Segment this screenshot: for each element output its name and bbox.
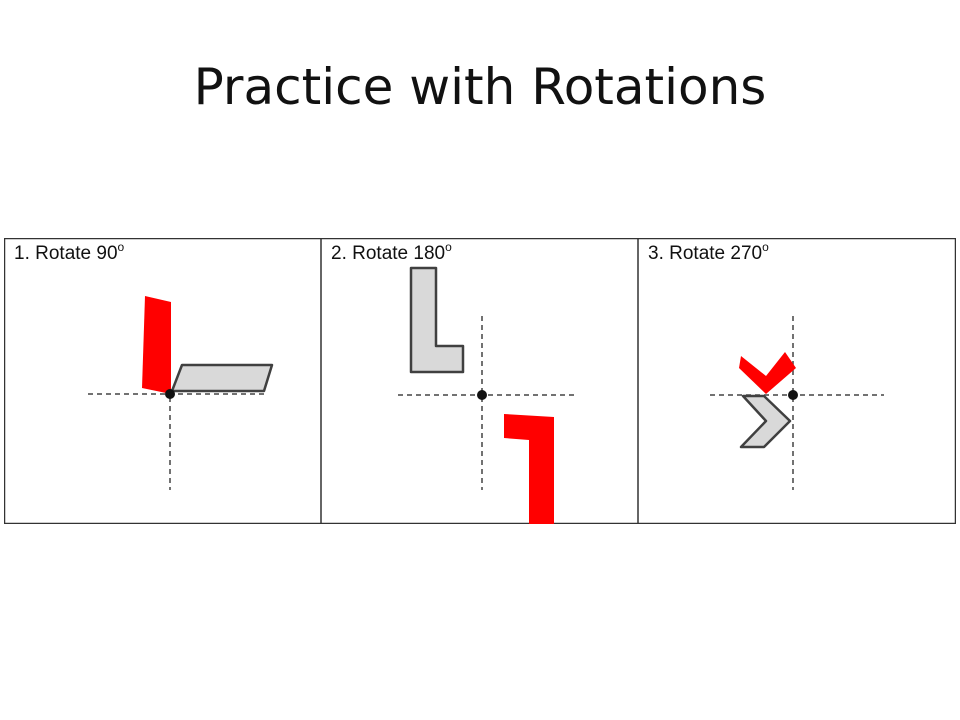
panel-3-answer-chevron [739,352,796,394]
panel-3-rotation-center [788,390,798,400]
panel-rotate-270: 3. Rotate 270o [648,240,884,490]
panel-2-answer-l-shape [504,414,554,524]
panel-rotate-90: 1. Rotate 90o [14,240,274,490]
slide-title: Practice with Rotations [193,58,767,116]
worksheet-canvas: 1. Rotate 90o 2. Rotate 180o 3. Rotate 2… [4,238,956,524]
panel-3-label: 3. Rotate 270o [648,240,769,264]
panel-rotate-180: 2. Rotate 180o [331,240,574,524]
panel-2-label: 2. Rotate 180o [331,240,452,264]
panel-1-original-parallelogram [170,363,274,393]
rotation-worksheet: 1. Rotate 90o 2. Rotate 180o 3. Rotate 2… [4,238,956,524]
panel-1-label: 1. Rotate 90o [14,240,125,264]
panel-2-original-l-shape [409,266,465,374]
panel-3-original-chevron [739,394,792,449]
panel-2-rotation-center [477,390,487,400]
panel-1-answer-parallelogram [142,296,171,394]
panel-1-rotation-center [165,389,175,399]
